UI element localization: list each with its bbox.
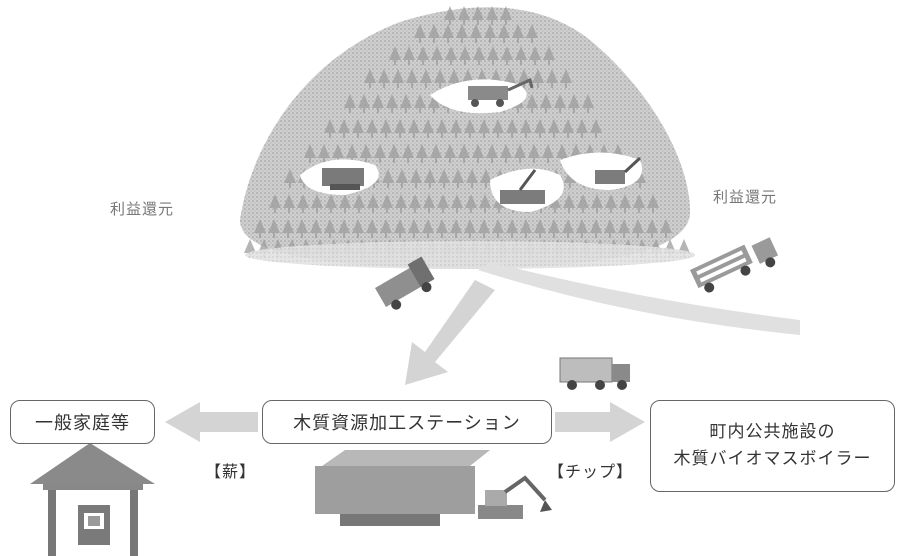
profit-return-label-right: 利益還元 (713, 188, 778, 206)
chip-tag: 【チップ】 (548, 462, 634, 481)
arrow-forest-to-station (405, 280, 495, 385)
households-label: 一般家庭等 (35, 413, 130, 434)
forest-hill (240, 6, 695, 269)
facility-box: 町内公共施設の 木質バイオマスボイラー (650, 400, 895, 492)
forest-machine-mid-icon (490, 168, 564, 212)
forest-machine-top-icon (430, 77, 534, 114)
households-box: 一般家庭等 (10, 400, 155, 444)
station-label: 木質資源加工ステーション (293, 413, 521, 434)
profit-return-label-left: 利益還元 (110, 200, 175, 218)
firewood-tag: 【薪】 (205, 462, 257, 481)
chip-truck-icon (559, 357, 630, 390)
arrow-station-to-facility (555, 402, 645, 442)
forest-machine-right-icon (560, 152, 642, 190)
arrow-station-to-households (165, 402, 258, 442)
log-trailer-icon (690, 237, 779, 293)
excavator-icon (478, 475, 552, 519)
log-truck-icon (375, 256, 435, 310)
house-icon (30, 443, 155, 556)
facility-label-line1: 町内公共施設の (709, 422, 836, 442)
arrow-forest-to-facility (478, 262, 800, 335)
facility-label-line2: 木質バイオマスボイラー (673, 449, 872, 469)
processing-machine-icon (315, 450, 490, 526)
station-box: 木質資源加工ステーション (262, 400, 552, 444)
forest-machine-left-icon (300, 159, 379, 195)
